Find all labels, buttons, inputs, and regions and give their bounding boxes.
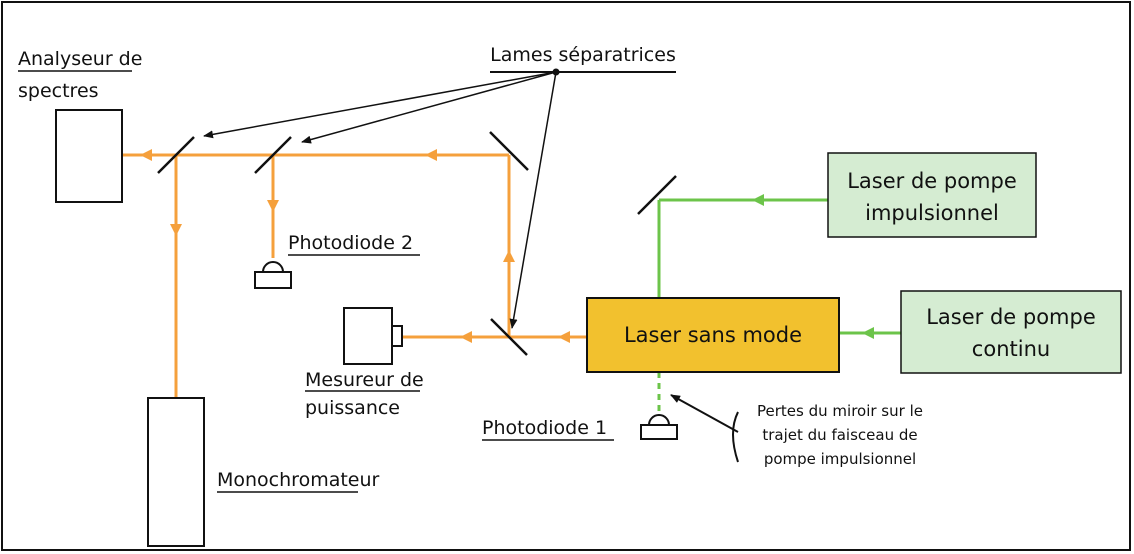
cw-pump-arrow: [862, 327, 874, 339]
power-meter-head: [391, 325, 403, 347]
spectrum-analyzer-box: [55, 109, 123, 203]
photodiode2-label: Photodiode 2: [288, 232, 413, 254]
pulsed-pump-label-line2: impulsionnel: [865, 201, 999, 225]
pulsed-pump-arrow: [752, 194, 764, 206]
photodiode1-label: Photodiode 1: [482, 417, 607, 439]
pump-mirror: [637, 175, 677, 215]
cw-pump-box: [900, 290, 1122, 374]
output-arrow-1: [558, 331, 570, 343]
beam-splitter-analyzer: [157, 136, 195, 174]
cw-pump-label-line1: Laser de pompe: [926, 305, 1096, 329]
power-meter-box: [343, 307, 393, 365]
pointer-photodiode2-splitter: [301, 71, 557, 144]
pointer-output-splitter: [509, 71, 557, 329]
mirror-losses-bracket: [670, 394, 739, 463]
beam-splitter-photodiode2: [254, 136, 292, 174]
modeless-laser-label: Laser sans mode: [624, 323, 802, 347]
modeless-laser-box: [586, 297, 840, 373]
green-beams: [657, 194, 901, 420]
monochromator-arrow: [170, 224, 182, 236]
corner-mirror: [489, 131, 529, 171]
splitter-pointers: [203, 71, 557, 329]
spectrum-analyzer-label-line2: spectres: [18, 80, 99, 102]
monochromator-label: Monochromateur: [217, 469, 380, 491]
photodiode2-arrow: [267, 200, 279, 212]
mirror-losses-label-line1: Pertes du miroir sur le: [757, 402, 923, 420]
mirror-losses-label-line2: trajet du faisceau de: [762, 426, 917, 444]
mirror-losses-label-line3: pompe impulsionnel: [764, 450, 916, 468]
pointer-analyzer-splitter: [203, 71, 557, 139]
orange-beams: [122, 149, 587, 398]
beam-splitter-output: [490, 318, 528, 356]
output-arrow-2: [460, 331, 472, 343]
photodiode2-icon: [254, 261, 292, 289]
power-meter-label-line1: Mesureur de: [305, 369, 424, 391]
top-arrow-1: [425, 149, 437, 161]
mirror-losses-brace: [732, 411, 739, 463]
up-arrow: [503, 250, 515, 262]
pulsed-pump-box: [827, 152, 1037, 238]
pulsed-pump-label-line1: Laser de pompe: [847, 169, 1017, 193]
mirror-losses-pointer: [670, 394, 739, 433]
beam-splitters-label: Lames séparatrices: [490, 44, 676, 66]
cw-pump-label-line2: continu: [972, 337, 1050, 361]
spectrum-analyzer-label-line1: Analyseur de: [18, 48, 142, 70]
photodiode1-icon: [640, 414, 678, 440]
power-meter-label-line2: puissance: [305, 397, 400, 419]
monochromator-box: [147, 397, 205, 547]
top-arrow-2: [140, 149, 152, 161]
mirrors: [157, 131, 677, 356]
